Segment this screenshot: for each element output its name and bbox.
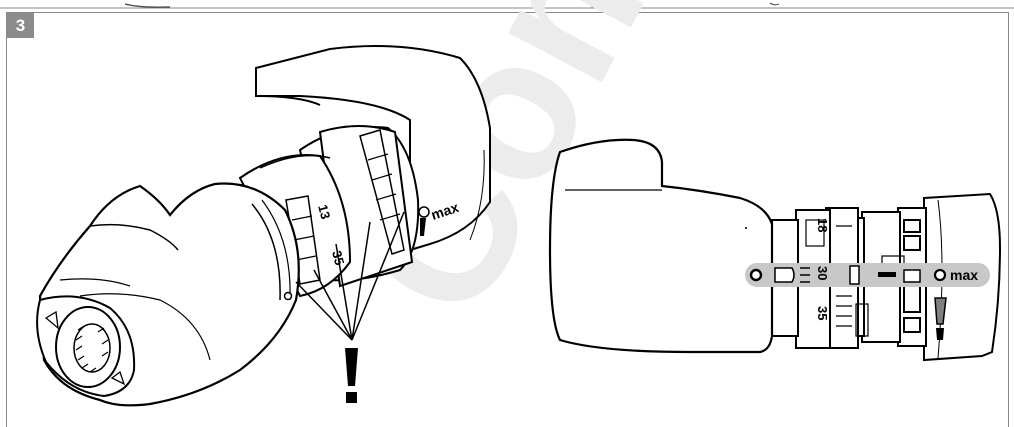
- zero-pointer: [774, 267, 795, 283]
- step-number-badge: 3: [7, 13, 34, 38]
- left-pointer-lines: [295, 211, 405, 341]
- right-setting-bar: max: [745, 263, 990, 287]
- right-max-label: max: [950, 267, 978, 283]
- scale-number-18: 18: [815, 218, 830, 232]
- scale-number-35: 35: [815, 306, 830, 320]
- left-valve-body: [255, 45, 491, 252]
- left-adapter-rings: [238, 125, 420, 298]
- max-dot: [418, 206, 430, 218]
- left-end-cap: [36, 295, 136, 398]
- zero-circle: [749, 268, 763, 282]
- right-thermostat-head: [548, 138, 774, 354]
- max-circle: [933, 268, 947, 282]
- header-table-edge: [0, 0, 1014, 9]
- right-scale-numbers: 18 30 35: [815, 218, 830, 320]
- right-warning-marker: [934, 297, 947, 340]
- scale-number-30: 30: [815, 266, 830, 280]
- zero-mark: [283, 291, 293, 301]
- dial-number-13: 13: [315, 203, 333, 221]
- max-indicator: [420, 218, 426, 236]
- exclamation-warning: [345, 348, 358, 403]
- setting-bar: [745, 263, 990, 287]
- figure-panel: [6, 12, 1009, 427]
